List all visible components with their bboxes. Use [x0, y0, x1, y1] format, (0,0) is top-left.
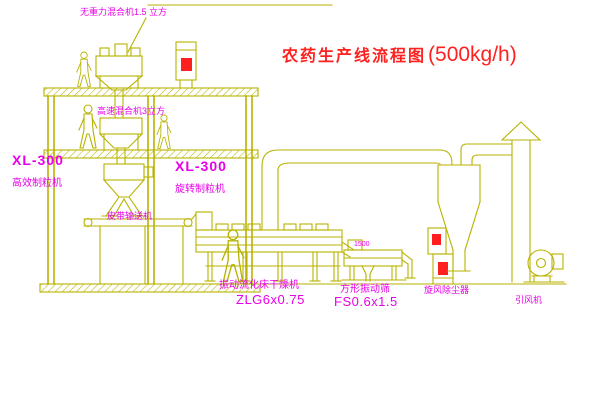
label-dryer-name: 振动流化床干燥机	[219, 280, 299, 291]
person-icon	[221, 229, 245, 283]
title-text: 农药生产线流程图	[282, 48, 427, 65]
label-cyclone: 旋风除尘器	[424, 285, 470, 295]
label-belt-conveyor: 皮带输送机	[107, 211, 153, 221]
diagram-title: 农药生产线流程图 (500kg/h)	[282, 42, 517, 67]
label-granulator-mid-model: XL-300	[175, 158, 227, 174]
label-granulator-mid-name: 旋转制粒机	[175, 184, 225, 195]
fluid-bed-dryer	[191, 211, 355, 282]
control-cabinet-roof	[175, 41, 197, 89]
zero-gravity-mixer	[94, 43, 144, 119]
person-icon	[78, 104, 98, 149]
building-structure	[39, 87, 261, 293]
belt-conveyor	[83, 217, 193, 285]
label-screen-model: FS0.6x1.5	[334, 294, 398, 309]
label-granulator-left-name: 高效制粒机	[12, 178, 62, 189]
label-screen-dimension: 1500	[354, 241, 370, 248]
person-icon	[156, 114, 172, 149]
control-cabinet-lower	[432, 253, 454, 285]
label-screen-name: 方形振动筛	[340, 284, 390, 295]
dryer-exhaust-duct	[261, 149, 453, 231]
stack-vent	[500, 121, 542, 283]
vibrating-screen	[341, 239, 416, 282]
label-high-speed-mixer: 高速混合机3立方	[97, 106, 166, 116]
granulator	[101, 163, 154, 220]
cyclone-separator	[437, 143, 513, 272]
leader-lines	[127, 4, 333, 53]
label-zero-gravity-mixer: 无重力混合机1.5 立方	[80, 7, 168, 17]
induced-draft-fan	[523, 249, 565, 283]
title-capacity: (500kg/h)	[428, 43, 517, 66]
label-granulator-left-model: XL-300	[12, 152, 64, 168]
high-speed-mixer	[98, 117, 144, 165]
person-icon	[76, 51, 92, 87]
label-fan: 引风机	[515, 295, 543, 305]
label-dryer-model: ZLG6x0.75	[236, 292, 305, 307]
control-cabinet-upper	[427, 227, 447, 255]
